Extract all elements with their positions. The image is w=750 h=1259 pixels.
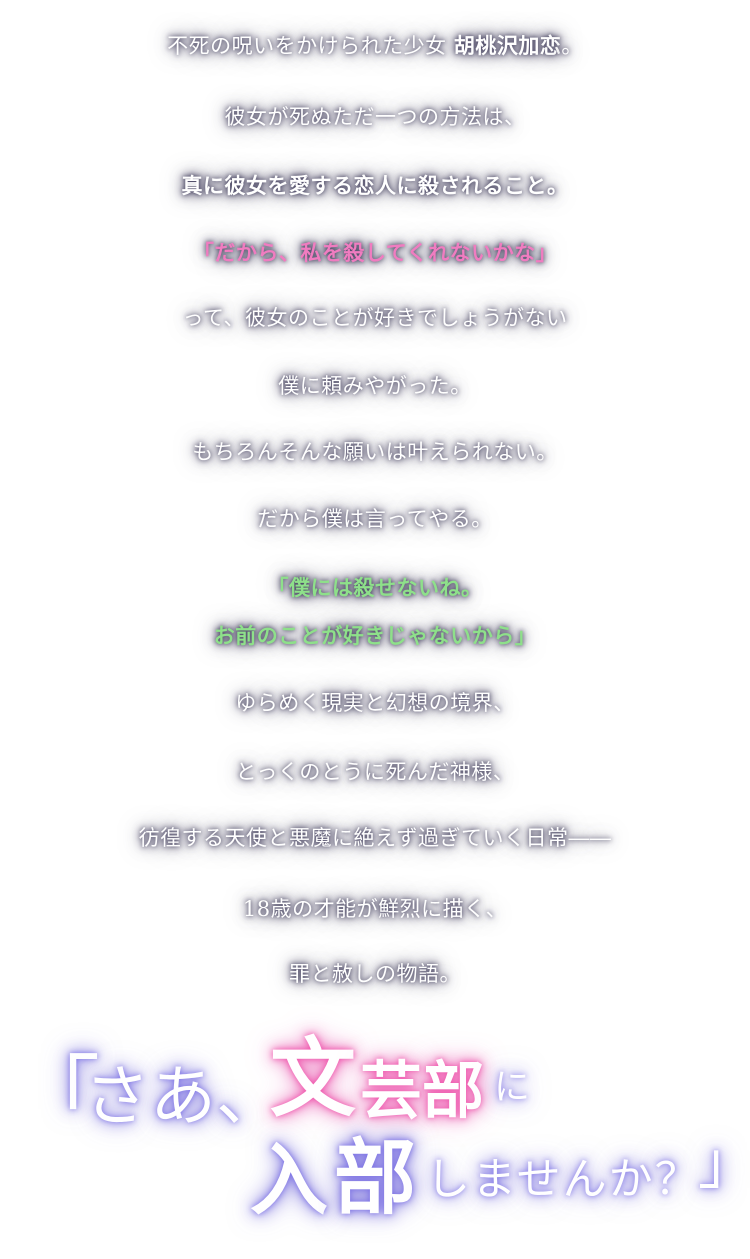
story-line-2: 彼女が死ぬただ一つの方法は、: [224, 105, 526, 129]
story-line-14: 罪と赦しの物語。: [289, 962, 461, 986]
catch-saa: さあ、: [84, 1058, 282, 1135]
catch-close-bracket: 」: [698, 1134, 750, 1192]
story-line-1-prefix: 不死の呪いをかけられた少女: [167, 34, 447, 58]
hero-quote-line-1: 「僕には殺せないね。: [267, 576, 483, 600]
catch-rest: しませんか？: [426, 1154, 701, 1205]
story-line-10: ゆらめく現実と幻想の境界、: [235, 691, 515, 715]
heroine-name: 胡桃沢加恋: [453, 34, 562, 58]
catch-geibu: 芸部: [360, 1054, 485, 1127]
catch-bun: 文: [270, 1029, 356, 1129]
story-line-1-suffix: 。: [561, 34, 583, 58]
story-line-8: だから僕は言ってやる。: [257, 507, 493, 531]
story-line-6: 僕に頼みやがった。: [278, 374, 472, 398]
story-line-13: 18歳の才能が鮮烈に描く、: [242, 897, 508, 921]
story-line-12: 彷徨する天使と悪魔に絶えず過ぎていく日常――: [138, 826, 612, 850]
catch-bu: 部: [334, 1131, 417, 1226]
story-line-11: とっくのとうに死んだ神様、: [235, 760, 515, 784]
story-line-1: 不死の呪いをかけられた少女 胡桃沢加恋。: [0, 30, 750, 62]
story-line-3: 真に彼女を愛する恋人に殺されること。: [181, 174, 569, 198]
hero-quote-line-2: お前のことが好きじゃないから」: [213, 624, 537, 648]
story-line-5: って、彼女のことが好きでしょうがない: [182, 306, 568, 330]
catch-ni: に: [494, 1067, 531, 1108]
catchphrase: 「 さあ、 文 芸部 に 入 部 しませんか？ 」: [0, 1030, 750, 1259]
story-line-7: もちろんそんな願いは叶えられない。: [192, 440, 558, 464]
catch-nyu: 入: [250, 1136, 329, 1226]
catch-open-bracket: 「: [14, 1047, 100, 1147]
heroine-quote: 「だから、私を殺してくれないかな」: [192, 241, 558, 265]
story-synopsis: 不死の呪いをかけられた少女 胡桃沢加恋。 彼女が死ぬただ一つの方法は、 真に彼女…: [0, 30, 750, 986]
